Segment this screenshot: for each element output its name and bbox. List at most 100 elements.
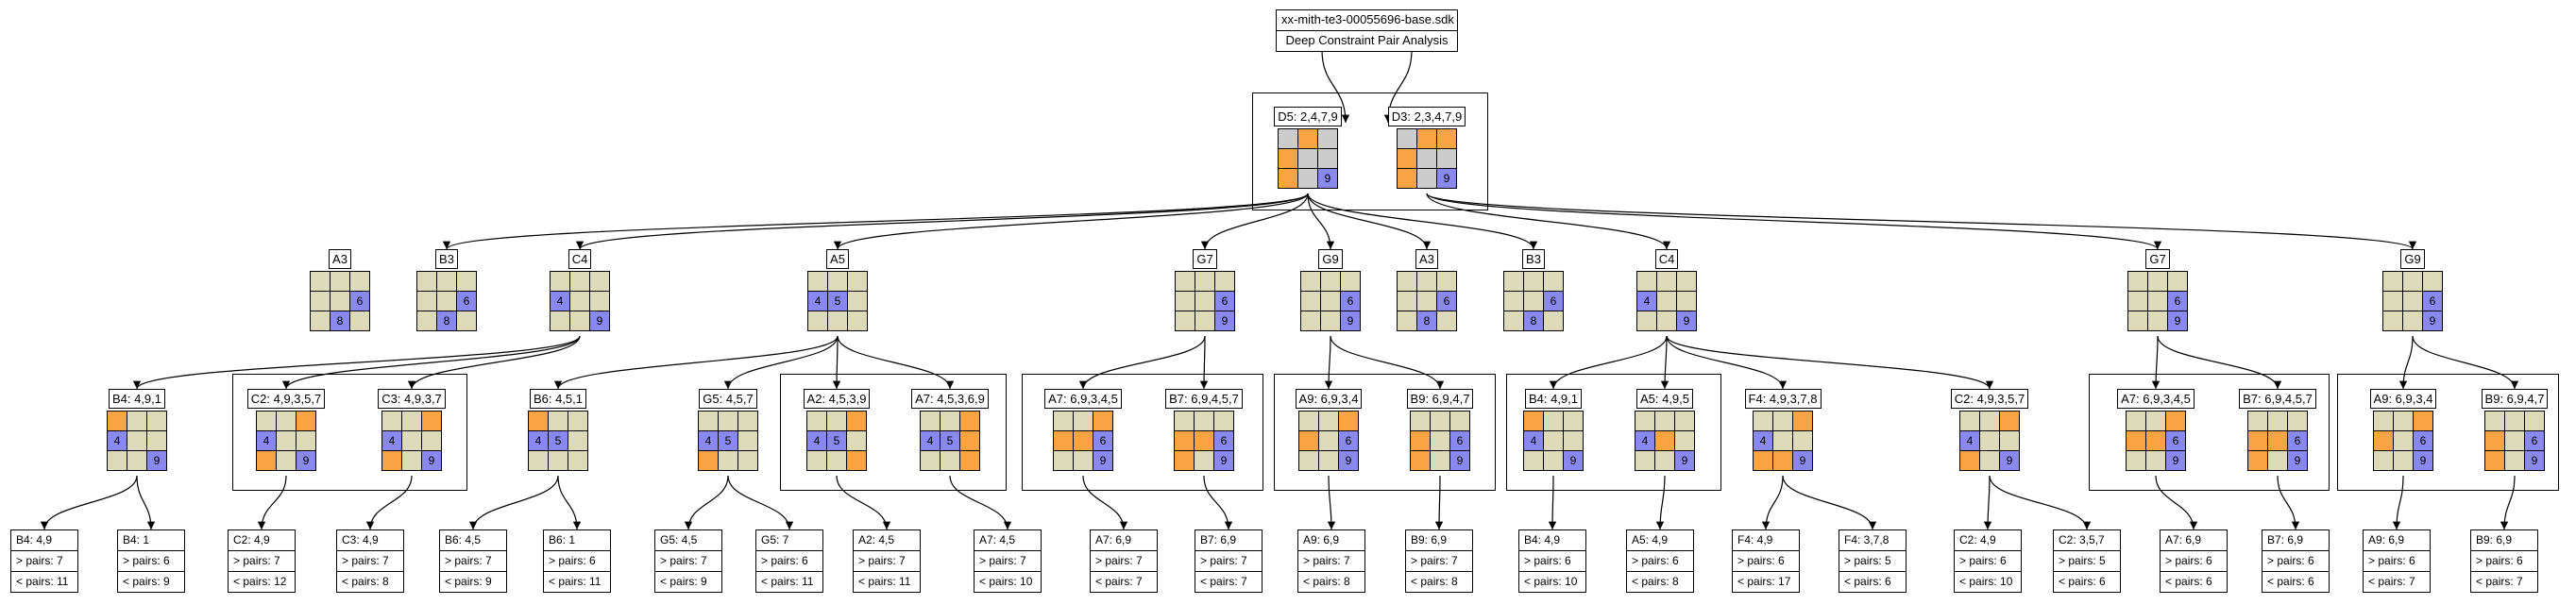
edge-level1-level2: [2151, 335, 2161, 390]
grid-cell: 4: [806, 430, 827, 451]
grid-cell: [1503, 311, 1524, 331]
leaf-node[interactable]: F4: 4,9> pairs: 6< pairs: 17: [1732, 529, 1800, 593]
leaf-node[interactable]: C2: 3,5,7> pairs: 5< pairs: 6: [2053, 529, 2121, 593]
leaf-node[interactable]: A2: 4,5> pairs: 7< pairs: 11: [853, 529, 921, 593]
grid-cell: [1320, 271, 1341, 292]
leaf-node[interactable]: A7: 6,9> pairs: 7< pairs: 7: [1090, 529, 1158, 593]
edge-root-level1: [1426, 193, 2416, 250]
leaf-node[interactable]: C2: 4,9> pairs: 7< pairs: 12: [228, 529, 296, 593]
leaf-node[interactable]: B6: 4,5> pairs: 7< pairs: 9: [439, 529, 507, 593]
leaf-less-pairs: < pairs: 7: [1200, 575, 1247, 588]
leaf-node[interactable]: B7: 6,9> pairs: 6< pairs: 6: [2262, 529, 2330, 593]
grid-cell: [2382, 291, 2403, 311]
grid-cell: [807, 271, 828, 292]
grid-cell: [1436, 311, 1457, 331]
grid-cell: [827, 311, 848, 331]
leaf-node[interactable]: A9: 6,9> pairs: 7< pairs: 8: [1297, 529, 1365, 593]
grid-cell: [1543, 271, 1564, 292]
node-label: A5: 4,9,5: [1635, 389, 1694, 409]
leaf-node[interactable]: B4: 4,9> pairs: 7< pairs: 11: [10, 529, 78, 593]
edge-level2-leaf: [2500, 475, 2516, 530]
grid-cell: [959, 430, 980, 451]
leaf-node[interactable]: C3: 4,9> pairs: 7< pairs: 8: [336, 529, 404, 593]
leaf-less-pairs: < pairs: 10: [1524, 575, 1578, 588]
leaf-node[interactable]: B9: 6,9> pairs: 6< pairs: 7: [2470, 529, 2538, 593]
leaf-node[interactable]: B4: 1> pairs: 6< pairs: 9: [117, 529, 185, 593]
node-header: A9: 6,9,3,4: [2347, 389, 2460, 409]
leaf-node[interactable]: A9: 6,9> pairs: 6< pairs: 7: [2363, 529, 2431, 593]
node-header: B7: 6,9,4,5,7: [1147, 389, 1261, 409]
grid-cell: [1563, 411, 1584, 431]
leaf-greater-pairs: > pairs: 7: [1298, 551, 1364, 572]
grid-cell: [330, 291, 350, 311]
leaf-node[interactable]: B4: 4,9> pairs: 6< pairs: 10: [1518, 529, 1586, 593]
leaf-node[interactable]: B6: 1> pairs: 6< pairs: 11: [543, 529, 611, 593]
grid-cell: [569, 271, 590, 292]
leaf-node[interactable]: A5: 4,9> pairs: 6< pairs: 8: [1626, 529, 1694, 593]
leaf-less-pairs: < pairs: 12: [233, 575, 287, 588]
grid-cell: [276, 450, 297, 471]
node-header: A5: 4,9,5: [1608, 389, 1721, 409]
node-header: C3: 4,9,3,7: [355, 389, 468, 409]
grid-cell: [548, 411, 568, 431]
edge-level1-level2: [553, 335, 839, 390]
leaf-node[interactable]: B9: 6,9> pairs: 7< pairs: 8: [1405, 529, 1473, 593]
leaf-node[interactable]: A7: 4,5> pairs: 7< pairs: 10: [974, 529, 1042, 593]
grid-cell: 4: [807, 291, 828, 311]
leaf-node[interactable]: A7: 6,9> pairs: 6< pairs: 6: [2160, 529, 2228, 593]
leaf-node[interactable]: G5: 4,5> pairs: 7< pairs: 9: [654, 529, 722, 593]
leaf-less-pairs: < pairs: 6: [2165, 575, 2212, 588]
leaf-node[interactable]: F4: 3,7,8> pairs: 5< pairs: 6: [1839, 529, 1907, 593]
grid-cell: [807, 311, 828, 331]
grid-cell: [1999, 430, 2020, 451]
leaf-label: B4: 1: [118, 530, 184, 551]
leaf-less-pairs: < pairs: 8: [1303, 575, 1350, 588]
grid-cell: [107, 450, 127, 471]
leaf-node[interactable]: B7: 6,9> pairs: 7< pairs: 7: [1195, 529, 1263, 593]
leaf-label: A7: 6,9: [2161, 530, 2227, 551]
leaf-node[interactable]: C2: 4,9> pairs: 6< pairs: 10: [1954, 529, 2022, 593]
edge-title-root: [1321, 49, 1350, 124]
leaf-node[interactable]: G5: 7> pairs: 6< pairs: 11: [755, 529, 823, 593]
leaf-greater-pairs: > pairs: 7: [337, 551, 403, 572]
grid-cell: [2402, 291, 2423, 311]
edge-root-level1: [576, 193, 1309, 250]
grid-cell: [2484, 450, 2505, 471]
grid-cell: [1523, 450, 1544, 471]
